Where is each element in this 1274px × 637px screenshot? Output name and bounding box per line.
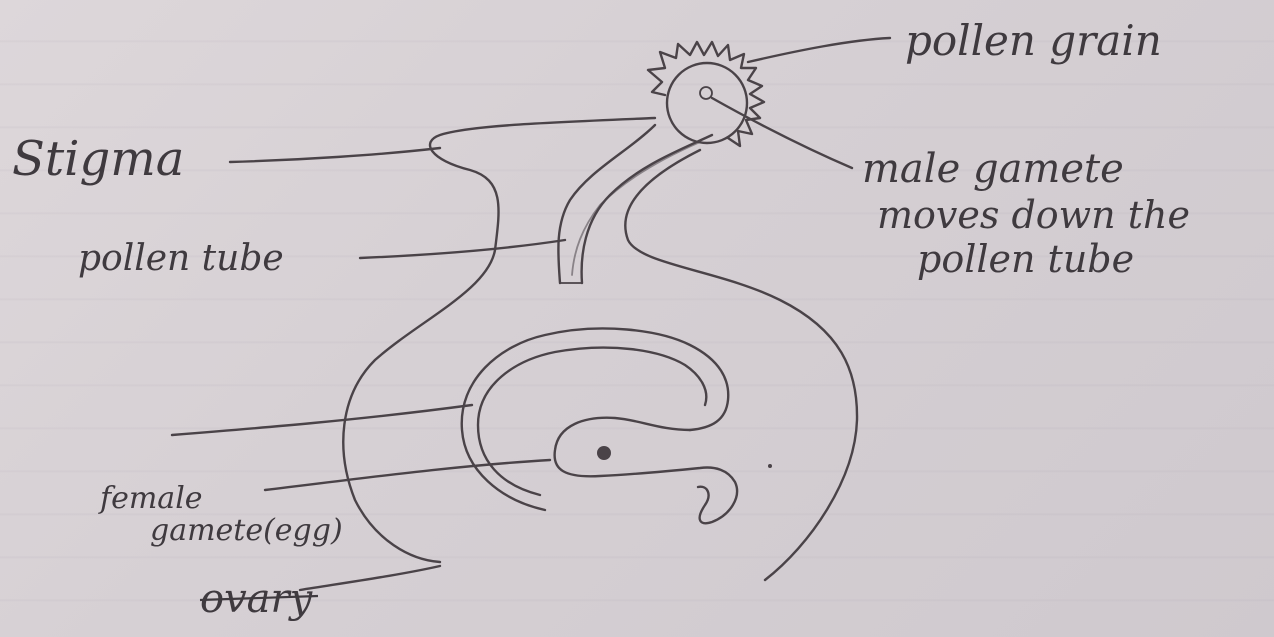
label-male-gamete-3: pollen tube bbox=[917, 237, 1134, 281]
pistil-outline-right bbox=[625, 150, 857, 580]
label-stigma: Stigma bbox=[12, 131, 184, 187]
ovary-speck bbox=[768, 464, 772, 468]
pollen-grain-body bbox=[667, 63, 747, 143]
stigma-leader bbox=[230, 148, 440, 162]
ovary-leader bbox=[300, 566, 440, 590]
label-female-gamete-2: gamete(egg) bbox=[150, 513, 343, 548]
egg-nucleus bbox=[597, 446, 611, 460]
label-pollen-grain: pollen grain bbox=[905, 16, 1162, 65]
ovary-wall-leader bbox=[172, 405, 472, 435]
pistil-outline-left bbox=[343, 118, 655, 562]
ovule-outline bbox=[555, 418, 737, 523]
label-male-gamete-1: male gamete bbox=[862, 146, 1124, 192]
pollen-tube-inner bbox=[582, 135, 712, 283]
ovary-wall-inner bbox=[478, 348, 706, 495]
pollen-grain-leader bbox=[748, 38, 890, 62]
female-gamete-leader bbox=[265, 460, 550, 490]
label-male-gamete-2: moves down the bbox=[877, 193, 1190, 237]
label-female-gamete-1: female bbox=[98, 481, 203, 516]
pollen-tube-shading bbox=[572, 142, 700, 275]
label-pollen-tube: pollen tube bbox=[78, 238, 284, 279]
pollen-tube-leader bbox=[360, 240, 565, 258]
pollen-tube-outer bbox=[558, 125, 655, 283]
male-gamete-dot bbox=[700, 87, 712, 99]
